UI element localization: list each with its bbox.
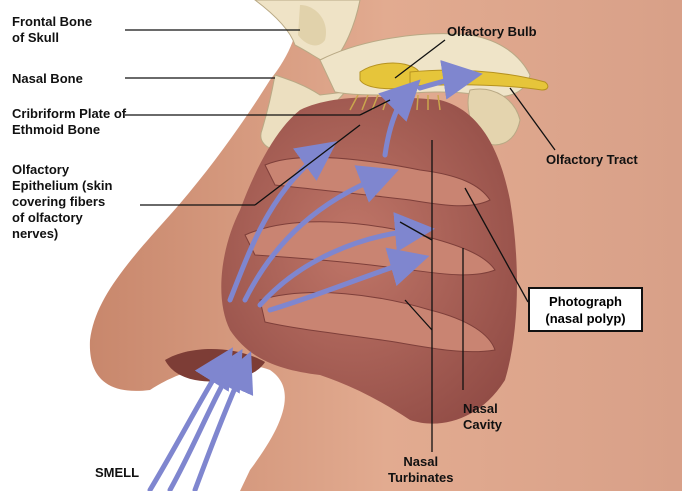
photograph-line2: (nasal polyp) [530,310,641,327]
label-frontal-bone-line2: of Skull [12,30,92,46]
label-epithelium-line1: Olfactory [12,162,112,178]
label-frontal-bone: Frontal Bone of Skull [12,14,92,46]
label-olfactory-bulb: Olfactory Bulb [447,24,537,40]
label-epithelium-line2: Epithelium (skin [12,178,112,194]
label-olfactory-epithelium: Olfactory Epithelium (skin covering fibe… [12,162,112,242]
label-nasal-turbinates: Nasal Turbinates [388,454,454,486]
label-cribriform-plate: Cribriform Plate of Ethmoid Bone [12,106,126,138]
label-turbinates-line1: Nasal [388,454,454,470]
label-epithelium-line5: nerves) [12,226,112,242]
label-epithelium-line4: of olfactory [12,210,112,226]
label-turbinates-line2: Turbinates [388,470,454,486]
label-smell: SMELL [95,465,139,481]
photograph-box: Photograph (nasal polyp) [528,287,643,332]
label-cribriform-line1: Cribriform Plate of [12,106,126,122]
label-nasal-bone: Nasal Bone [12,71,83,87]
label-epithelium-line3: covering fibers [12,194,112,210]
label-nasal-cavity: Nasal Cavity [463,401,502,433]
label-olfactory-tract: Olfactory Tract [546,152,638,168]
label-cribriform-line2: Ethmoid Bone [12,122,126,138]
label-nasal-cavity-line1: Nasal [463,401,502,417]
label-frontal-bone-line1: Frontal Bone [12,14,92,30]
label-nasal-cavity-line2: Cavity [463,417,502,433]
photograph-line1: Photograph [530,293,641,310]
